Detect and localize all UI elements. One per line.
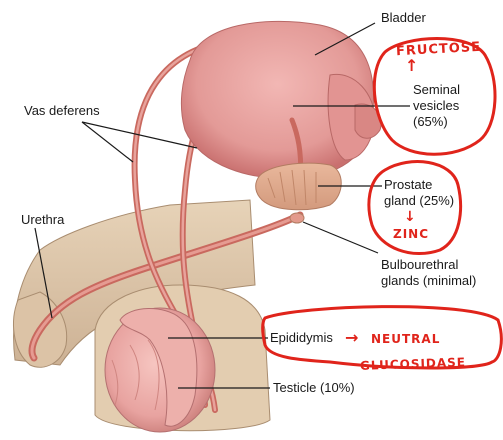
circle-epididymis	[261, 305, 503, 370]
annotation-zinc: ZINC	[393, 227, 430, 241]
label-bulbourethral-1: Bulbourethral	[381, 257, 459, 272]
label-seminal-3: (65%)	[413, 114, 448, 129]
label-urethra: Urethra	[21, 212, 65, 227]
prostate-shape	[255, 162, 342, 211]
label-seminal-2: vesicles	[413, 98, 460, 113]
annotation-neutral: NEUTRAL	[371, 332, 441, 346]
testicle-lobules	[111, 339, 160, 411]
label-bladder: Bladder	[381, 10, 426, 25]
circle-prostate	[367, 160, 462, 255]
pointer-bladder	[314, 22, 376, 56]
annotation-circles	[261, 37, 503, 370]
prostate-striations	[267, 169, 317, 206]
annotation-arrow-right: →	[345, 328, 360, 347]
urethra-inner	[30, 213, 302, 360]
pointer-vas-2	[81, 121, 198, 149]
pointer-vas-1	[81, 121, 134, 163]
pointer-lines	[34, 22, 410, 389]
seminal-vesicle-shape	[327, 73, 376, 161]
label-testicle: Testicle (10%)	[273, 380, 355, 395]
label-epididymis: Epididymis	[270, 330, 333, 345]
label-vas-deferens: Vas deferens	[24, 103, 100, 118]
bulbourethral-gland-shape	[289, 212, 305, 224]
pointer-urethra	[34, 227, 53, 319]
circle-seminal	[372, 37, 497, 156]
pointer-bulbourethral	[302, 221, 379, 254]
label-prostate-1: Prostate	[384, 177, 433, 192]
annotation-arrow-down: ↓	[404, 209, 417, 225]
label-seminal-1: Seminal	[413, 82, 460, 97]
label-prostate-2: gland (25%)	[384, 193, 455, 208]
annotation-arrow-up: ↑	[405, 56, 420, 75]
label-bulbourethral-2: glands (minimal)	[381, 273, 477, 288]
